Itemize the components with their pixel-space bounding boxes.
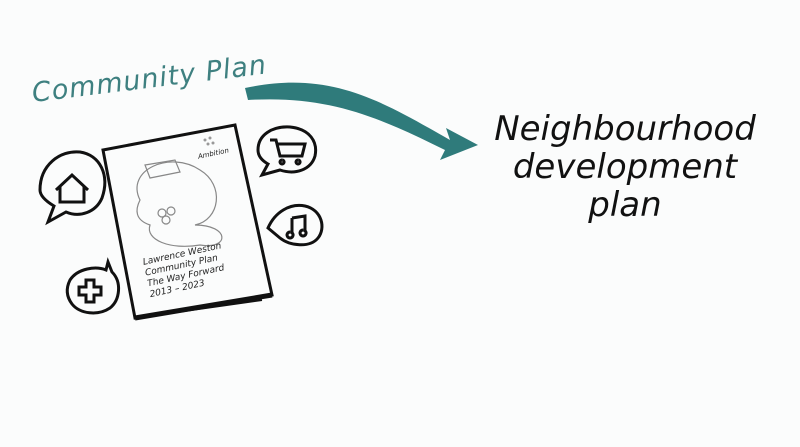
arrow-icon — [245, 82, 478, 160]
ambition-logo — [203, 136, 215, 146]
house-icon — [54, 172, 90, 204]
booklet-illustration — [136, 159, 223, 247]
title-line: development — [512, 147, 738, 187]
neighbourhood-plan-title: Neighbourhood development plan — [465, 110, 785, 224]
title-line: Neighbourhood — [494, 109, 756, 149]
health-bubble — [65, 257, 120, 315]
shopping-cart-icon — [270, 138, 307, 166]
title-line: plan — [588, 185, 662, 225]
music-bubble — [266, 203, 324, 247]
music-note-icon — [285, 214, 308, 240]
cart-bubble — [256, 125, 318, 178]
medical-cross-icon — [77, 278, 103, 304]
house-bubble — [38, 150, 107, 226]
